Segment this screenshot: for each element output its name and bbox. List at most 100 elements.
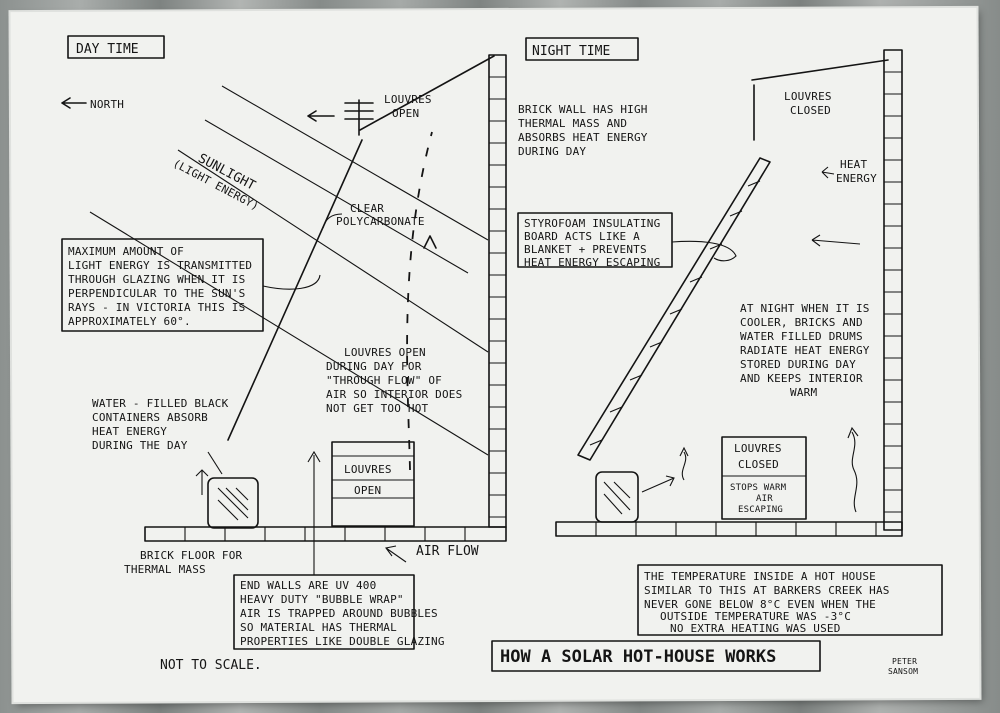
brick-floor-day [144, 526, 507, 542]
night-heading: NIGHT TIME [532, 44, 610, 59]
heat-energy-line2: ENERGY [836, 172, 877, 185]
night-note-line7: WARM [790, 386, 817, 399]
water-line2: CONTAINERS ABSORB [92, 411, 208, 424]
night-roof-line [751, 59, 889, 81]
temperature-box [637, 564, 943, 636]
heat-energy-arrow-icon [821, 166, 835, 179]
louvres-top-icon [344, 99, 374, 136]
water-line1: WATER - FILLED BLACK [92, 397, 229, 410]
end-walls-line4: SO MATERIAL HAS THERMAL [240, 621, 397, 634]
night-box-line1: LOUVRES [734, 442, 782, 455]
airflow-path [406, 131, 433, 471]
temperature-line2: SIMILAR TO THIS AT BARKERS CREEK HAS [644, 584, 890, 597]
drum-hatching-night [603, 481, 631, 515]
water-drum-day [207, 477, 259, 529]
max-light-line6: APPROXIMATELY 60°. [68, 315, 191, 328]
water-line3: HEAT ENERGY [92, 425, 167, 438]
water-drum-night [595, 471, 639, 523]
floor-bricks-night [595, 522, 877, 536]
louvres-low-line4: AIR SO INTERIOR DOES [326, 388, 462, 401]
styrofoam-line3: BLANKET + PREVENTS [524, 243, 647, 256]
signature-line2: SANSOM [888, 667, 918, 676]
water-pointer [207, 451, 223, 475]
night-note-line6: AND KEEPS INTERIOR [740, 372, 863, 385]
louvres-low-line5: NOT GET TOO HOT [326, 402, 429, 415]
end-walls-line5: PROPERTIES LIKE DOUBLE GLAZING [240, 635, 445, 648]
brick-wall-day [488, 54, 507, 528]
air-flow-label: AIR FLOW [416, 544, 479, 559]
day-heading: DAY TIME [76, 42, 139, 57]
end-walls-line3: AIR IS TRAPPED AROUND BUBBLES [240, 607, 438, 620]
night-box-line3: STOPS WARM [730, 483, 787, 493]
floor-bricks-day [184, 527, 466, 541]
louvre-box-line1: LOUVRES [344, 463, 392, 476]
louvres-low-line3: "THROUGH FLOW" OF [326, 374, 442, 387]
heat-radiate-arrow-icon [811, 234, 861, 247]
louvre-box-line2: OPEN [354, 484, 381, 497]
max-light-line5: RAYS - IN VICTORIA THIS IS [68, 301, 245, 314]
footer: HOW A SOLAR HOT-HOUSE WORKS PETER SANSOM [491, 640, 918, 676]
temperature-line4: OUTSIDE TEMPERATURE WAS -3°C [660, 610, 851, 623]
clear-panel-pointer [322, 213, 343, 229]
north-label: NORTH [90, 98, 124, 111]
styrofoam-line2: BOARD ACTS LIKE A [524, 230, 640, 243]
brick-wall-line2: THERMAL MASS AND [518, 117, 627, 130]
brick-floor-line2: THERMAL MASS [124, 563, 206, 576]
brick-wall-line4: DURING DAY [518, 145, 586, 158]
styrofoam-board [577, 157, 771, 461]
night-time-panel: NIGHT TIME LOUVRES CLOSED HEAT ENERGY ST… [517, 37, 943, 636]
clear-panel-line2: POLYCARBONATE [336, 215, 425, 228]
styrofoam-line4: HEAT ENERGY ESCAPING [524, 256, 660, 269]
heat-energy-line1: HEAT [840, 158, 867, 171]
main-title: HOW A SOLAR HOT-HOUSE WORKS [500, 647, 776, 667]
temperature-line1: THE TEMPERATURE INSIDE A HOT HOUSE [644, 570, 876, 583]
night-note-line4: RADIATE HEAT ENERGY [740, 344, 870, 357]
brick-wall-line1: BRICK WALL HAS HIGH [518, 103, 648, 116]
max-light-box [61, 238, 264, 332]
night-louvres-line1: LOUVRES [784, 90, 832, 103]
louvre-out-arrow-icon [307, 110, 335, 122]
max-light-pointer [262, 274, 321, 290]
brick-floor-night [555, 521, 903, 537]
signature-line1: PETER [892, 657, 917, 666]
brick-floor-line1: BRICK FLOOR FOR [140, 549, 243, 562]
night-box-line2: CLOSED [738, 458, 779, 471]
rising-heat-icon [679, 446, 689, 481]
drum-heat-arrow-icon [641, 475, 675, 493]
max-light-line3: THROUGH GLAZING WHEN IT IS [68, 273, 245, 286]
louvres-low-line1: LOUVRES OPEN [344, 346, 426, 359]
brick-wall-night [883, 49, 903, 531]
drum-hatching-day [217, 487, 249, 521]
louvres-low-line2: DURING DAY FOR [326, 360, 422, 373]
airflow-arrow-icon [423, 235, 437, 249]
water-line4: DURING THE DAY [92, 439, 188, 452]
max-light-line2: LIGHT ENERGY IS TRANSMITTED [68, 259, 252, 272]
rising-heat-wall-icon [847, 426, 859, 513]
clear-panel-line1: CLEAR [350, 202, 384, 215]
night-note-line2: COOLER, BRICKS AND [740, 316, 863, 329]
louvres-top-line1: LOUVRES [384, 93, 432, 106]
end-walls-box [233, 574, 415, 650]
max-light-line1: MAXIMUM AMOUNT OF [68, 245, 184, 258]
night-note-line1: AT NIGHT WHEN IT IS [740, 302, 870, 315]
night-heading-box [525, 37, 639, 61]
louvre-slats-day [332, 455, 414, 499]
max-light-line4: PERPENDICULAR TO THE SUN'S [68, 287, 245, 300]
not-to-scale: NOT TO SCALE. [160, 658, 262, 673]
day-time-panel: DAY TIME NORTH LOUVRES OPEN SUNLIGHT (LI… [61, 35, 648, 673]
day-heading-box [67, 35, 165, 59]
louvre-box-day [331, 441, 415, 527]
night-louvres-line2: CLOSED [790, 104, 831, 117]
night-box-line4: AIR [756, 494, 773, 504]
glazing-line [227, 139, 363, 441]
styrofoam-line1: STYROFOAM INSULATING [524, 217, 660, 230]
temperature-line3: NEVER GONE BELOW 8°C EVEN WHEN THE [644, 598, 876, 611]
night-note-line5: STORED DURING DAY [740, 358, 856, 371]
styrofoam-box [517, 212, 673, 268]
brick-wall-line3: ABSORBS HEAT ENERGY [518, 131, 648, 144]
north-arrow-icon [61, 97, 87, 109]
end-walls-pointer [307, 450, 321, 575]
end-walls-line1: END WALLS ARE UV 400 [240, 579, 376, 592]
louvres-top-line2: OPEN [392, 107, 419, 120]
heat-up-arrow-day [195, 469, 209, 495]
